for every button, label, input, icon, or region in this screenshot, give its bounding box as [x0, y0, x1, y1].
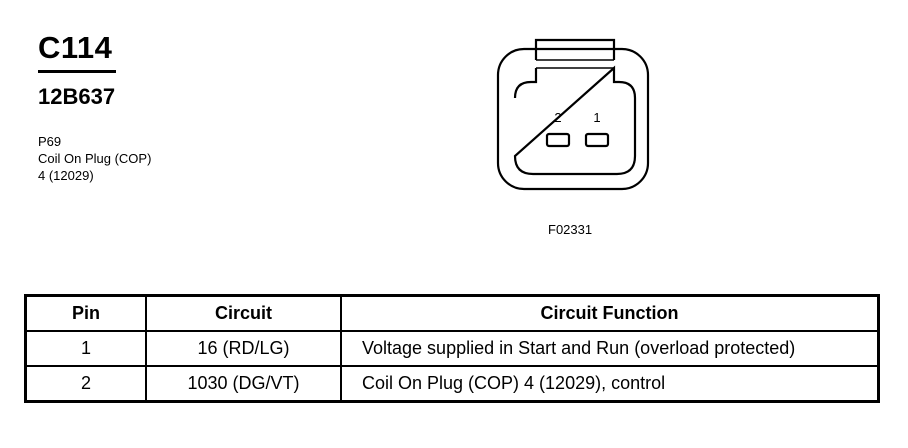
part-number: 12B637 [38, 84, 116, 109]
cell-pin: 2 [24, 365, 147, 403]
pin-label-1: 1 [593, 110, 600, 125]
connector-id: C114 [38, 30, 113, 65]
cell-circuit-function: Coil On Plug (COP) 4 (12029), control [340, 365, 880, 403]
info-line-component-id: P69 [38, 134, 62, 149]
connector-face-diagram: 2 1 [496, 38, 650, 191]
connector-latch-tab [534, 38, 616, 60]
pin-cavity-2 [545, 132, 571, 148]
pin-cavity-1 [584, 132, 610, 148]
table-header-row: Pin Circuit Circuit Function [24, 294, 880, 332]
info-line-component-name: Coil On Plug (COP) [38, 151, 152, 166]
cell-circuit-function: Voltage supplied in Start and Run (overl… [340, 330, 880, 367]
connector-inner-housing [513, 65, 637, 176]
header-circuit: Circuit [145, 294, 342, 332]
header-pin: Pin [24, 294, 147, 332]
info-line-component-number: 4 (12029) [38, 168, 94, 183]
table-row: 2 1030 (DG/VT) Coil On Plug (COP) 4 (120… [24, 365, 880, 403]
header-circuit-function: Circuit Function [340, 294, 880, 332]
title-underline [38, 70, 116, 73]
cell-circuit: 1030 (DG/VT) [145, 365, 342, 403]
connector-info: P69 Coil On Plug (COP) 4 (12029) [38, 133, 151, 184]
cell-circuit: 16 (RD/LG) [145, 330, 342, 367]
cell-pin: 1 [24, 330, 147, 367]
table-row: 1 16 (RD/LG) Voltage supplied in Start a… [24, 330, 880, 367]
pinout-table: Pin Circuit Circuit Function 1 16 (RD/LG… [24, 294, 880, 403]
connector-outer-shell [496, 47, 650, 191]
figure-code: F02331 [548, 222, 593, 237]
pin-label-2: 2 [554, 110, 561, 125]
